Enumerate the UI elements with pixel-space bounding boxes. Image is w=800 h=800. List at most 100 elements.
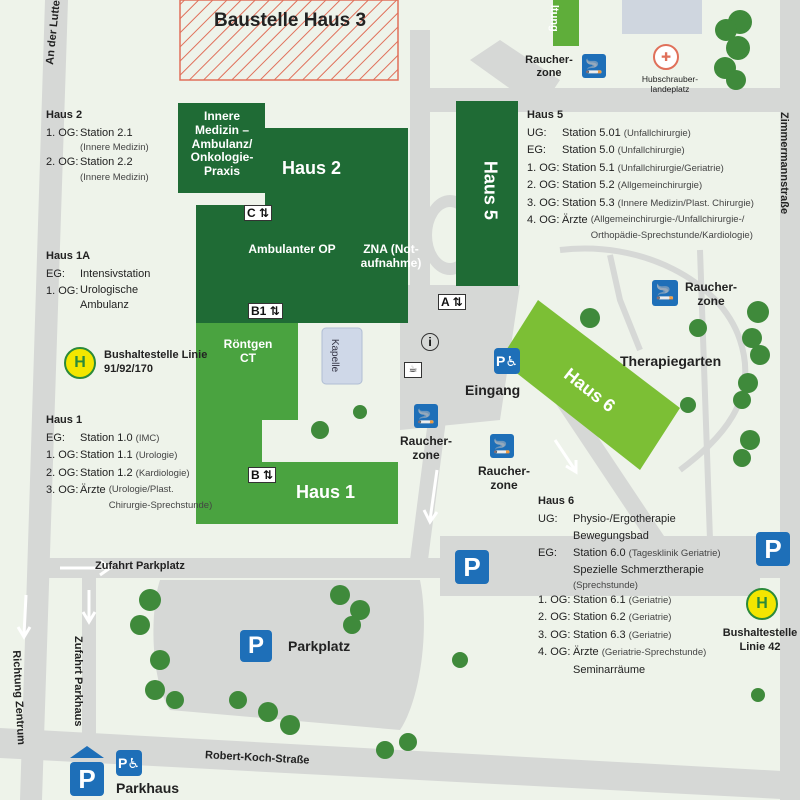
parkplatz-area xyxy=(153,580,424,730)
elevator-icon: ⇅ xyxy=(452,295,463,309)
info-row: 3. OG:Station 6.3 (Geriatrie) xyxy=(538,628,672,641)
parking-sign-parkhaus: P xyxy=(70,762,104,796)
smoking-icon: 🚬 xyxy=(582,54,606,78)
disabled-parking-icon: P♿ xyxy=(494,348,520,374)
info-row: (Innere Medizin) xyxy=(80,142,149,153)
smoking-icon: 🚬 xyxy=(490,434,514,458)
info-row: 1. OG:Station 1.1 (Urologie) xyxy=(46,449,178,461)
haus6-building xyxy=(500,300,680,470)
haus5-label: Haus 5 xyxy=(480,160,501,220)
road-robert-koch-strasse xyxy=(0,728,800,800)
info-row: UG:Station 5.01 (Unfallchirurgie) xyxy=(527,126,691,139)
garden-paths xyxy=(559,245,749,541)
haus2-label: Haus 2 xyxy=(282,158,342,178)
bus-stop-left-label: Bushaltestelle Linie 91/92/170 xyxy=(104,349,208,375)
road-east-path xyxy=(540,380,680,560)
info-row: (Sprechstunde) xyxy=(573,579,638,591)
road-top-curve xyxy=(470,40,560,110)
parking-sign-parkplatz: P xyxy=(240,630,272,662)
info-haus6: Haus 6 UG:Physio-/Ergotherapie Bewegungs… xyxy=(538,493,721,679)
raucherzone-label: Raucher-zone xyxy=(477,464,530,492)
info-haus1a-title: Haus 1A xyxy=(46,250,91,262)
therapiegarten-label: Therapiegarten xyxy=(620,353,722,369)
info-row: EG:Intensivstation xyxy=(46,267,151,280)
top-right-building xyxy=(622,0,702,34)
hubschrauber-label: Hubschrauber-landeplatz xyxy=(641,74,699,94)
parking-sign-east: P xyxy=(455,550,489,584)
bus-stop-right-label: Bushaltestelle Linie 42 xyxy=(722,627,798,653)
parkhaus-label: Parkhaus xyxy=(116,780,180,796)
info-row: EG:Station 5.0 (Unfallchirurgie) xyxy=(527,144,685,156)
cafe-icon: ☕ xyxy=(404,362,422,378)
info-row: 1. OG:Station 2.1 xyxy=(46,126,133,139)
elevator-icon: ⇅ xyxy=(259,206,270,220)
info-haus1a: Haus 1A EG:Intensivstation 1. OG:Urologi… xyxy=(46,248,160,313)
haus5-building xyxy=(456,101,518,286)
trees xyxy=(130,10,770,759)
disabled-parking-icon: P♿ xyxy=(116,750,142,776)
entrance-b1: B1 ⇅ xyxy=(248,303,283,319)
info-haus5-title: Haus 5 xyxy=(527,109,564,121)
roentgen-label: Röntgen CT xyxy=(223,337,273,365)
info-row: UG:Physio-/Ergotherapie Bewegungsbad xyxy=(538,512,676,542)
parkhaus-roof-icon xyxy=(70,746,104,758)
info-haus2-title: Haus 2 xyxy=(46,109,83,121)
info-haus6-title: Haus 6 xyxy=(538,495,575,507)
info-row: (Innere Medizin) xyxy=(80,171,149,183)
info-row: 4. OG:Ärzte (Allgemeinchirurgie-/Unfallc… xyxy=(527,214,753,241)
haus1-building xyxy=(196,323,398,524)
top-building-label: ltung xyxy=(547,4,560,32)
info-row: Spezielle Schmerztherapie xyxy=(573,564,704,576)
info-row: 1. OG:Urologische Ambulanz xyxy=(46,284,139,311)
helipad-icon: ✚ xyxy=(653,44,679,70)
info-row: 3. OG:Station 5.3 (Innere Medizin/Plast.… xyxy=(527,196,754,209)
raucherzone-label: Raucher-zone xyxy=(684,280,737,308)
info-row: 4. OG:Ärzte (Geriatrie-Sprechstunde) xyxy=(538,646,707,658)
road-zimmermannstrasse xyxy=(780,0,800,800)
info-row: EG:Station 1.0 (IMC) xyxy=(46,431,160,444)
bus-stop-icon: H xyxy=(746,588,778,620)
innere-medizin-label: Innere Medizin – Ambulanz/ Onkologie-Pra… xyxy=(190,109,254,179)
info-icon: i xyxy=(421,333,439,351)
entrance-a: A ⇅ xyxy=(438,294,466,310)
eingang-label: Eingang xyxy=(465,382,521,398)
baustelle-label: Baustelle Haus 3 xyxy=(214,10,367,31)
kapelle-building xyxy=(321,327,363,385)
parking-sign-right: P xyxy=(756,532,790,566)
info-haus5: Haus 5 UG:Station 5.01 (Unfallchirurgie)… xyxy=(527,107,791,244)
parkplatz-label: Parkplatz xyxy=(288,638,351,654)
haus2-building xyxy=(196,128,408,323)
street-zufahrt-parkhaus: Zufahrt Parkhaus xyxy=(72,636,84,727)
info-row: 2. OG:Station 1.2 (Kardiologie) xyxy=(46,466,190,479)
elevator-icon: ⇅ xyxy=(269,304,280,318)
info-row: 3. OG:Ärzte (Urologie/Plast. Chirurgie-S… xyxy=(46,484,213,511)
smoking-icon: 🚬 xyxy=(652,280,678,306)
info-row: 1. OG:Station 5.1 (Unfallchirurgie/Geria… xyxy=(527,161,724,174)
info-row: EG:Station 6.0 (Tagesklinik Geriatrie) xyxy=(538,546,721,559)
raucherzone-label: Raucher-zone xyxy=(525,54,573,79)
haus1-label: Haus 1 xyxy=(296,482,356,502)
bus-stop-icon: H xyxy=(64,347,96,379)
top-building xyxy=(553,0,579,46)
road-an-der-lutte xyxy=(20,0,68,800)
direction-arrows xyxy=(16,439,578,640)
road-south-path xyxy=(410,420,446,560)
info-row: Seminarräume xyxy=(573,663,646,676)
elevator-icon: ⇅ xyxy=(263,468,274,482)
innere-medizin-building xyxy=(178,103,265,193)
zna-label: ZNA (Not-aufnahme) xyxy=(360,242,422,270)
info-row: 1. OG:Station 6.1 (Geriatrie) xyxy=(538,593,672,606)
info-haus2: Haus 2 1. OG:Station 2.1 (Innere Medizin… xyxy=(46,107,149,184)
entrance-plaza xyxy=(400,285,520,430)
info-haus1: Haus 1 EG:Station 1.0 (IMC) 1. OG:Statio… xyxy=(46,412,217,514)
info-row: 2. OG:Station 6.2 (Geriatrie) xyxy=(538,611,672,623)
baustelle-area xyxy=(179,0,399,81)
street-zufahrt-parkplatz: Zufahrt Parkplatz xyxy=(95,560,185,572)
info-row: 2. OG:Station 5.2 (Allgemeinchirurgie) xyxy=(527,179,703,191)
smoking-icon: 🚬 xyxy=(414,404,438,428)
info-haus1-title: Haus 1 xyxy=(46,414,83,426)
ambulanter-op-label: Ambulanter OP xyxy=(248,242,336,256)
